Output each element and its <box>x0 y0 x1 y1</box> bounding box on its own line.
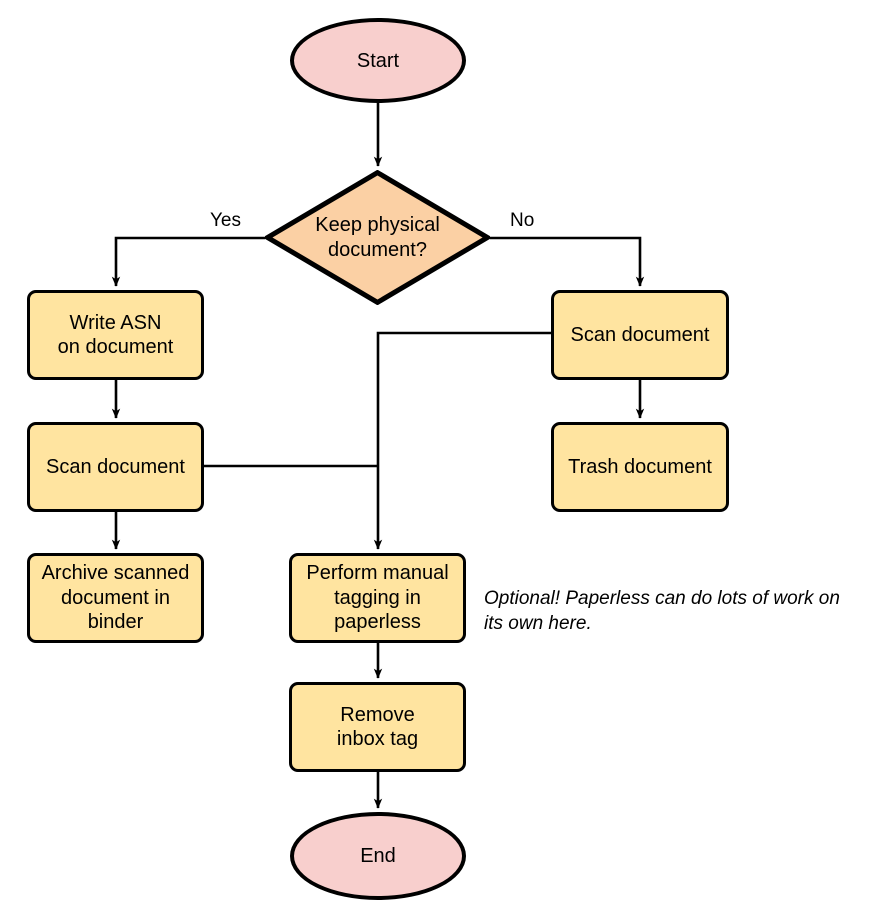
node-remove-inbox-tag-label-line2: inbox tag <box>336 728 419 750</box>
node-archive-in-binder-label: Archive scanned document in binder <box>42 561 190 634</box>
node-archive-in-binder[interactable]: Archive scanned document in binder <box>27 553 204 643</box>
node-perform-manual-tagging-label-line3: paperless <box>334 611 421 634</box>
annotation-optional-note: Optional! Paperless can do lots of work … <box>484 586 884 636</box>
node-perform-manual-tagging[interactable]: Perform manual tagging in paperless <box>289 553 466 643</box>
annotation-optional-note-line2: its own here. <box>484 613 592 635</box>
node-start-label: Start <box>356 49 400 72</box>
node-end[interactable]: End <box>290 812 466 900</box>
node-remove-inbox-tag-label-line1: Remove <box>340 703 415 726</box>
node-scan-document-left[interactable]: Scan document <box>27 422 204 512</box>
node-remove-inbox-tag-label: Remove inbox tag <box>337 703 418 752</box>
node-scan-document-right[interactable]: Scan document <box>551 290 729 380</box>
annotation-optional-note-line1: Optional! Paperless can do lots of work … <box>484 588 840 609</box>
node-write-asn-label-line1: Write ASN <box>69 311 162 334</box>
node-decision-label-line1: Keep physical <box>315 214 440 237</box>
node-write-asn-label-line2: on document <box>57 336 174 358</box>
node-archive-in-binder-label-line1: Archive scanned <box>41 562 190 585</box>
edge-label-yes: Yes <box>210 210 241 231</box>
edge-decision-yes-to-write-asn <box>111 236 265 287</box>
diamond-shape <box>265 170 490 305</box>
node-start[interactable]: Start <box>290 18 466 103</box>
node-trash-document[interactable]: Trash document <box>551 422 729 512</box>
node-scan-document-right-label: Scan document <box>570 323 710 346</box>
node-perform-manual-tagging-label-line2: tagging in <box>334 586 421 609</box>
edge-label-no: No <box>510 210 535 231</box>
node-write-asn[interactable]: Write ASN on document <box>27 290 204 380</box>
node-write-asn-label: Write ASN on document <box>58 311 174 360</box>
node-trash-document-label: Trash document <box>568 455 712 478</box>
edge-scan-right-to-tagging <box>373 331 551 550</box>
node-archive-in-binder-label-line3: binder <box>87 611 144 634</box>
node-decision-label: Keep physical document? <box>309 213 446 262</box>
node-archive-in-binder-label-line2: document in <box>61 586 170 609</box>
node-perform-manual-tagging-label-line1: Perform manual <box>306 562 449 585</box>
node-remove-inbox-tag[interactable]: Remove inbox tag <box>289 682 466 772</box>
node-decision-keep-physical-document[interactable]: Keep physical document? <box>265 170 490 305</box>
node-perform-manual-tagging-label: Perform manual tagging in paperless <box>306 561 448 634</box>
node-end-label: End <box>360 845 396 867</box>
edge-decision-no-to-scan-right <box>490 236 645 287</box>
node-decision-label-line2: document? <box>328 238 427 261</box>
node-scan-document-left-label: Scan document <box>46 455 185 478</box>
